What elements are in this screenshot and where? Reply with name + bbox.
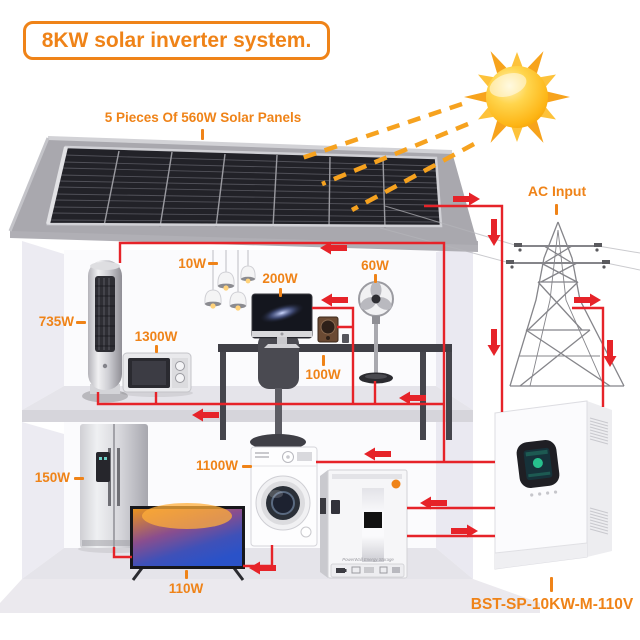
lights-wattage-label: 10W (178, 256, 206, 271)
speaker-label-tick (322, 355, 325, 366)
sun-icon (464, 51, 570, 143)
tower-ac-label-tick (76, 321, 86, 324)
fridge-wattage-label: 150W (34, 470, 70, 485)
inverter-label-tick (550, 577, 553, 592)
sun-rays (295, 101, 476, 212)
microwave-icon (121, 352, 193, 397)
ac-input-label: AC Input (527, 183, 587, 199)
washer-wattage-label: 1100W (195, 458, 238, 473)
washing-machine-icon (250, 446, 318, 547)
battery-brand-text: PowerWall Energy Storage (342, 557, 394, 562)
inverter-side-vents (589, 417, 609, 535)
speaker-wattage-label: 100W (305, 367, 341, 382)
monitor-wattage-label: 200W (262, 271, 298, 286)
tower-ac-icon (82, 260, 128, 403)
inverter-model-label: BST-SP-10KW-M-110V (470, 596, 634, 613)
inverter-icon (494, 400, 612, 570)
standing-fan-icon (358, 281, 394, 384)
pendant-lights-icon (204, 250, 256, 311)
speaker-icon (317, 316, 349, 343)
panels-label-tick (201, 129, 204, 140)
microwave-label-tick (155, 345, 158, 353)
microwave-wattage-label: 1300W (134, 329, 178, 344)
tv-icon (130, 503, 245, 581)
washer-label-tick (242, 465, 252, 468)
lights-label-tick (208, 262, 218, 265)
solar-panel (46, 145, 443, 229)
tv-label-tick (185, 570, 188, 579)
label-connectors (74, 129, 558, 592)
ac-input-label-tick (555, 204, 558, 215)
transmission-tower-icon (506, 221, 625, 387)
tv-wattage-label: 110W (168, 581, 204, 596)
computer-monitor-icon (251, 293, 313, 348)
solar-panels-label: 5 Pieces Of 560W Solar Panels (104, 110, 302, 125)
page-title: 8KW solar inverter system. (23, 21, 330, 60)
monitor-label-tick (279, 288, 282, 297)
fridge-label-tick (74, 477, 84, 480)
fan-wattage-label: 60W (361, 258, 389, 273)
tower-ac-wattage-label: 735W (38, 314, 74, 329)
fan-label-tick (374, 274, 377, 283)
battery-storage-icon: PowerWall Energy Storage (320, 469, 408, 579)
inverter-display (516, 439, 560, 497)
